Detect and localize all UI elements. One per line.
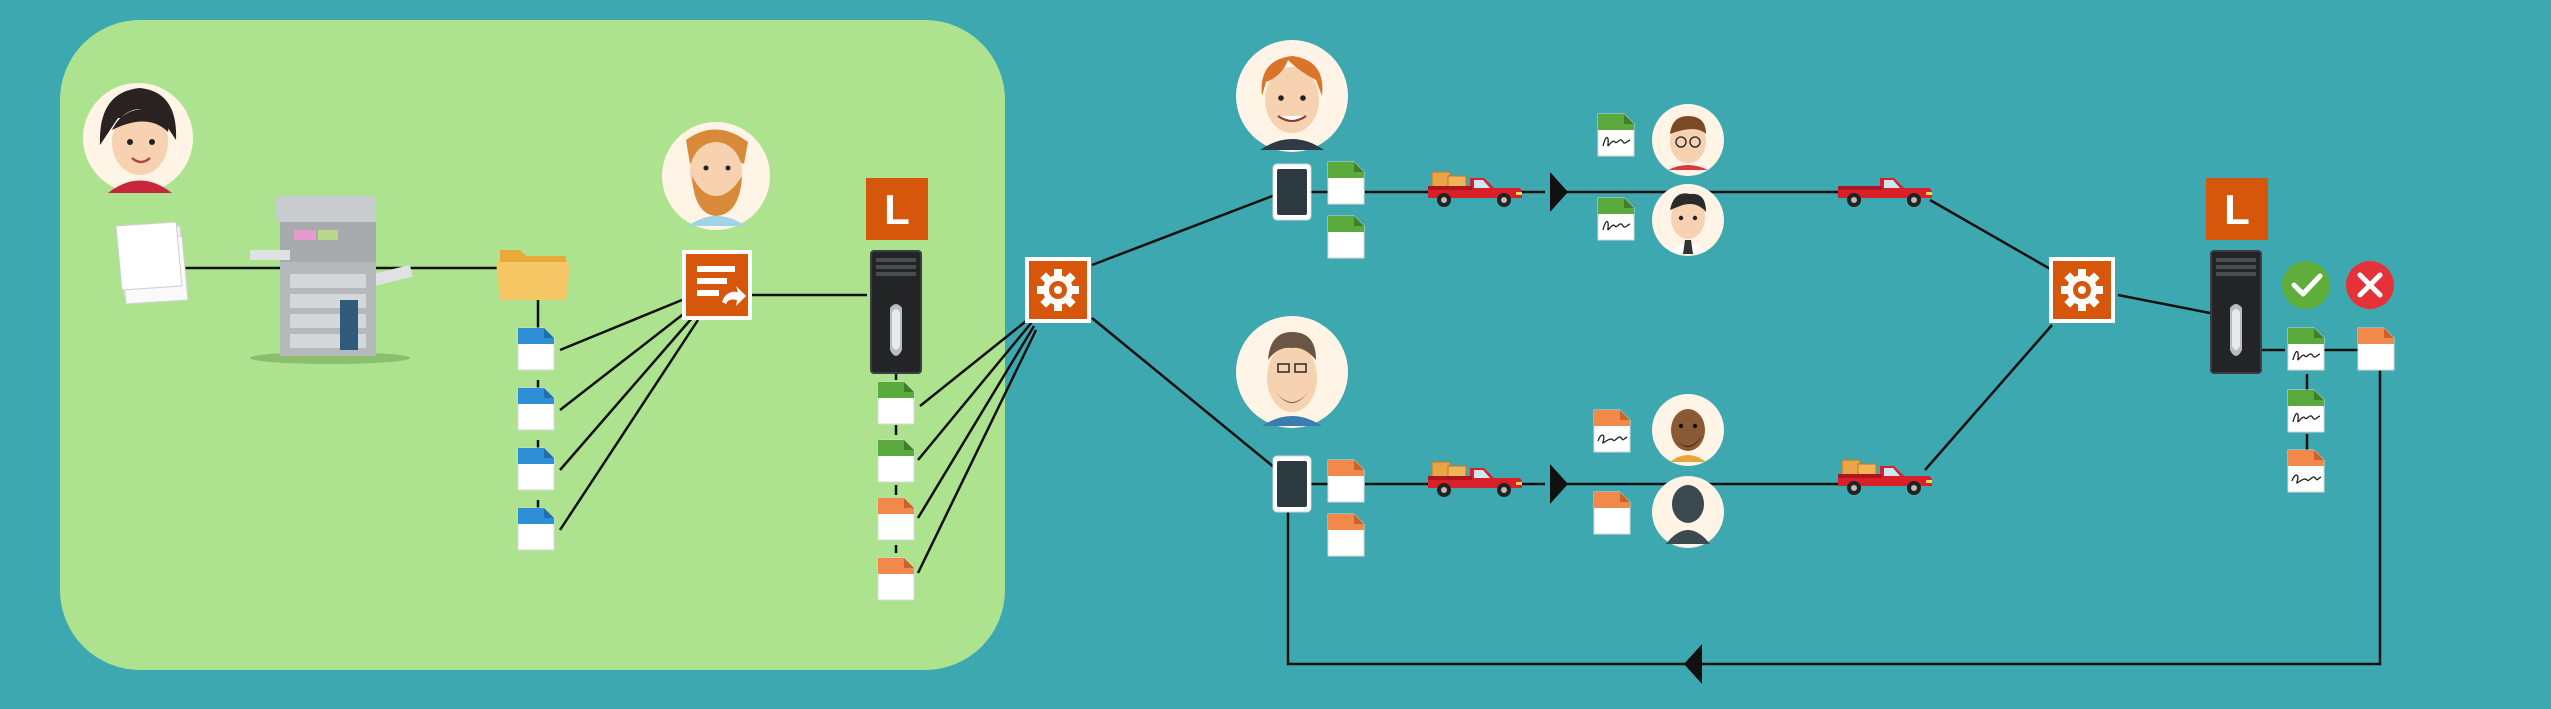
recipient-avatar-glasses xyxy=(1652,104,1724,176)
recipient-avatar-tie xyxy=(1652,184,1724,256)
signed-document-icon xyxy=(2287,327,2325,371)
multifunction-printer xyxy=(250,196,413,364)
recipient-avatar-dark xyxy=(1652,394,1724,466)
document-icon xyxy=(1327,459,1365,503)
signed-document-icon xyxy=(2287,449,2325,493)
gear-icon xyxy=(2049,257,2115,323)
signed-document-icon xyxy=(1597,197,1635,241)
tablet-icon xyxy=(1272,455,1312,513)
document-icon xyxy=(877,557,915,601)
server-badge-label: L xyxy=(884,186,910,233)
pickup-truck xyxy=(1428,462,1522,497)
server-tower-icon xyxy=(2210,250,2262,374)
arrow-right-icon xyxy=(1550,172,1568,212)
gear-icon xyxy=(1025,257,1091,323)
close-icon xyxy=(2346,261,2394,309)
pickup-truck xyxy=(1838,460,1932,495)
document-icon xyxy=(517,447,555,491)
unknown-person-avatar xyxy=(1652,476,1724,548)
connector-lines xyxy=(180,190,2382,666)
document-icon xyxy=(1327,215,1365,259)
document-icon xyxy=(1327,513,1365,557)
document-icon xyxy=(517,507,555,551)
signed-document-icon xyxy=(1597,113,1635,157)
server-badge: L xyxy=(866,178,928,240)
paper-stack xyxy=(115,221,189,305)
arrow-left-icon xyxy=(1684,644,1702,684)
document-icon xyxy=(517,327,555,371)
document-icon xyxy=(877,381,915,425)
routing-icon xyxy=(682,250,752,320)
woman-avatar xyxy=(83,83,193,193)
bearded-man-avatar xyxy=(662,122,770,230)
pickup-truck xyxy=(1428,172,1522,207)
driver-avatar-top xyxy=(1236,40,1348,152)
rejected-document-icon xyxy=(2357,327,2395,371)
document-icon xyxy=(1327,161,1365,205)
arrow-right-icon xyxy=(1550,464,1568,504)
check-icon xyxy=(2282,261,2330,309)
document-icon xyxy=(517,387,555,431)
signed-document-icon xyxy=(2287,389,2325,433)
document-icon xyxy=(877,497,915,541)
server-badge: L xyxy=(2206,178,2268,240)
signed-document-icon xyxy=(1593,409,1631,453)
document-icon xyxy=(1593,491,1631,535)
driver-avatar-bottom xyxy=(1236,316,1348,428)
tablet-icon xyxy=(1272,163,1312,221)
server-badge-label: L xyxy=(2224,186,2250,233)
server-tower-icon xyxy=(870,250,922,374)
document-icon xyxy=(877,439,915,483)
folder-icon xyxy=(496,250,570,300)
pickup-truck xyxy=(1838,178,1932,207)
